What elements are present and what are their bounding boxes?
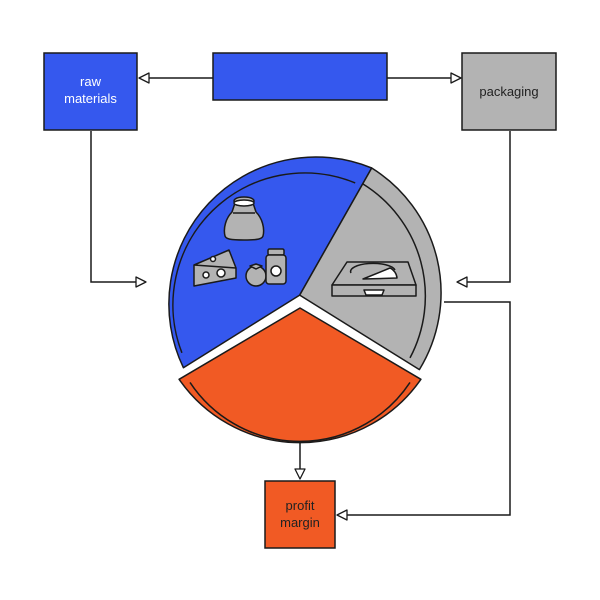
arrow-packaging-to-pie [456, 131, 511, 288]
profit-margin-label-line2: margin [280, 515, 320, 530]
flour-sack-icon [223, 196, 265, 241]
arrow-side-to-profit [336, 301, 511, 521]
cheese-icon [193, 249, 237, 287]
pie-slice-profit-margin-inner-ring [189, 381, 411, 443]
top-center-box [212, 52, 388, 101]
packaging-box: packaging [461, 52, 557, 131]
packaging-label: packaging [479, 84, 538, 99]
pizza-box-icon [331, 261, 417, 297]
arrow-raw-to-pie [90, 131, 147, 288]
pie-slice-packaging-inner-ring [362, 183, 427, 359]
raw-materials-label-line2: materials [64, 91, 117, 106]
raw-materials-box: raw materials [43, 52, 138, 131]
pie-slice-profit-margin [178, 307, 422, 444]
profit-margin-label-line1: profit [286, 498, 315, 513]
raw-materials-label-line1: raw [80, 74, 102, 89]
connectors [90, 72, 511, 521]
jar-icon [265, 248, 287, 285]
profit-margin-box: profit margin [264, 480, 336, 549]
pie-slice-raw-materials-inner-ring [172, 172, 356, 354]
cost-pie [168, 156, 442, 444]
